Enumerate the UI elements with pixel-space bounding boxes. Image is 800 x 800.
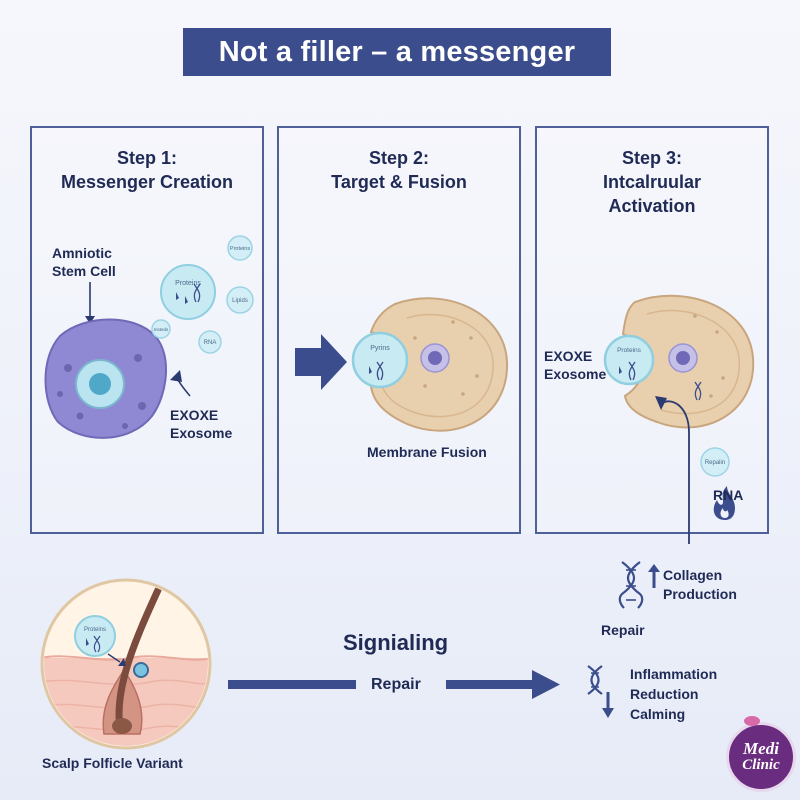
step2-block-arrow bbox=[295, 334, 347, 390]
title-banner: Not a filler – a messenger bbox=[183, 28, 611, 76]
logo-ornament-icon bbox=[744, 716, 760, 726]
step1-exosome-lipids: Lipids bbox=[226, 286, 254, 314]
flame-icon bbox=[713, 486, 735, 520]
follicle-exosome: Proteins bbox=[74, 615, 116, 657]
step1-bubble-tiny: Insteds bbox=[154, 327, 169, 332]
activation-arrowhead bbox=[655, 396, 667, 410]
membrane-fusion-text: Membrane Fusion bbox=[367, 444, 487, 460]
step3-bubble-text: Proteins bbox=[617, 347, 642, 354]
step3-rna-label: RNA bbox=[713, 487, 743, 503]
dna-down-icon bbox=[587, 665, 614, 718]
step1-bubble-proteins-small: Proteins bbox=[230, 246, 250, 252]
follicle-bubble-text: Proteins bbox=[84, 627, 106, 633]
repair-text: Repair bbox=[601, 622, 645, 638]
stem-cell-label-line1: Amniotic bbox=[52, 245, 112, 261]
step1-bubble-rna: RNA bbox=[204, 340, 217, 346]
step3-repair-bubble: Repalin bbox=[700, 447, 730, 477]
collagen-label: Collagen Production bbox=[663, 566, 737, 604]
step1-exosome-rna: RNA bbox=[198, 330, 222, 354]
repair-label: Repair bbox=[601, 622, 645, 638]
step3-exosome: Proteins bbox=[603, 334, 655, 386]
step1-exoxe-text: EXOXE bbox=[170, 407, 219, 423]
collagen-line1: Collagen bbox=[663, 567, 723, 583]
signaling-label: Signialing bbox=[343, 630, 448, 656]
step3-title-line3: Activation bbox=[608, 196, 696, 216]
step1-illustration: Proteins Proteins Lipids RNA Insteds bbox=[44, 235, 254, 439]
follicle-label-text: Scalp Folficle Variant bbox=[42, 755, 183, 771]
logo-line1: Medi bbox=[743, 739, 779, 758]
logo-line2: Clinic bbox=[742, 757, 780, 773]
step1-title-line1: Step 1: bbox=[116, 148, 177, 168]
step2-illustration: Pyrins bbox=[295, 297, 509, 432]
follicle-illustration: Proteins bbox=[40, 578, 212, 750]
step1-exosome-proteins-small: Proteins bbox=[227, 235, 253, 261]
step1-title-line2: Messenger Creation bbox=[60, 172, 234, 192]
inflammation-line3: Calming bbox=[630, 706, 686, 722]
stem-cell-label-line2: Stem Cell bbox=[52, 263, 116, 279]
page-title: Not a filler – a messenger bbox=[218, 35, 576, 68]
step1-exosome-text: Exosome bbox=[170, 425, 233, 441]
step2-title: Step 2: Target & Fusion bbox=[277, 146, 521, 194]
collagen-line2: Production bbox=[663, 586, 737, 602]
step3-exosome-label: EXOXE Exosome bbox=[544, 347, 606, 383]
signaling-arrow bbox=[228, 670, 560, 699]
step3-title: Step 3: Intcalruular Activation bbox=[535, 146, 769, 218]
step2-exosome: Pyrins bbox=[351, 331, 409, 389]
step1-exosome-large: Proteins bbox=[160, 264, 216, 320]
step1-exosome-tiny: Insteds bbox=[151, 319, 171, 339]
step3-title-line2: Intcalruular bbox=[602, 172, 702, 192]
step1-bubble-proteins: Proteins bbox=[175, 280, 201, 287]
repair-arrow-text: Repair bbox=[371, 676, 421, 693]
step1-title: Step 1: Messenger Creation bbox=[30, 146, 264, 194]
step3-title-line1: Step 3: bbox=[621, 148, 682, 168]
follicle-label: Scalp Folficle Variant bbox=[42, 755, 183, 771]
step1-bubble-lipids: Lipids bbox=[232, 298, 248, 304]
amniotic-stem-cell bbox=[44, 318, 167, 439]
step1-exosome-label: EXOXE Exosome bbox=[170, 406, 232, 442]
step3-illustration: Proteins Repalin bbox=[603, 294, 755, 544]
step2-title-line1: Step 2: bbox=[368, 148, 429, 168]
step3-repair-bubble-text: Repalin bbox=[705, 460, 725, 466]
inflammation-label: Inflammation Reduction Calming bbox=[630, 664, 717, 724]
dna-icon bbox=[618, 561, 660, 609]
step2-target-cell bbox=[369, 297, 509, 432]
exosome-arrowhead bbox=[170, 370, 182, 382]
stem-cell-label: Amniotic Stem Cell bbox=[52, 244, 142, 280]
signaling-text: Signialing bbox=[343, 630, 449, 655]
repair-arrow-label: Repair bbox=[371, 676, 421, 694]
step3-exoxe-text: EXOXE bbox=[544, 348, 593, 364]
medi-clinic-logo: Medi Clinic bbox=[726, 722, 796, 792]
step3-exosome-text: Exosome bbox=[544, 366, 607, 382]
step3-rna-text: RNA bbox=[713, 487, 744, 503]
inflammation-line1: Inflammation bbox=[630, 666, 718, 682]
step2-title-line2: Target & Fusion bbox=[331, 172, 467, 192]
step2-bubble-text: Pyrins bbox=[370, 345, 390, 352]
stem-cell-arrowhead bbox=[85, 316, 95, 324]
membrane-fusion-label: Membrane Fusion bbox=[367, 444, 487, 460]
inflammation-line2: Reduction bbox=[630, 686, 699, 702]
